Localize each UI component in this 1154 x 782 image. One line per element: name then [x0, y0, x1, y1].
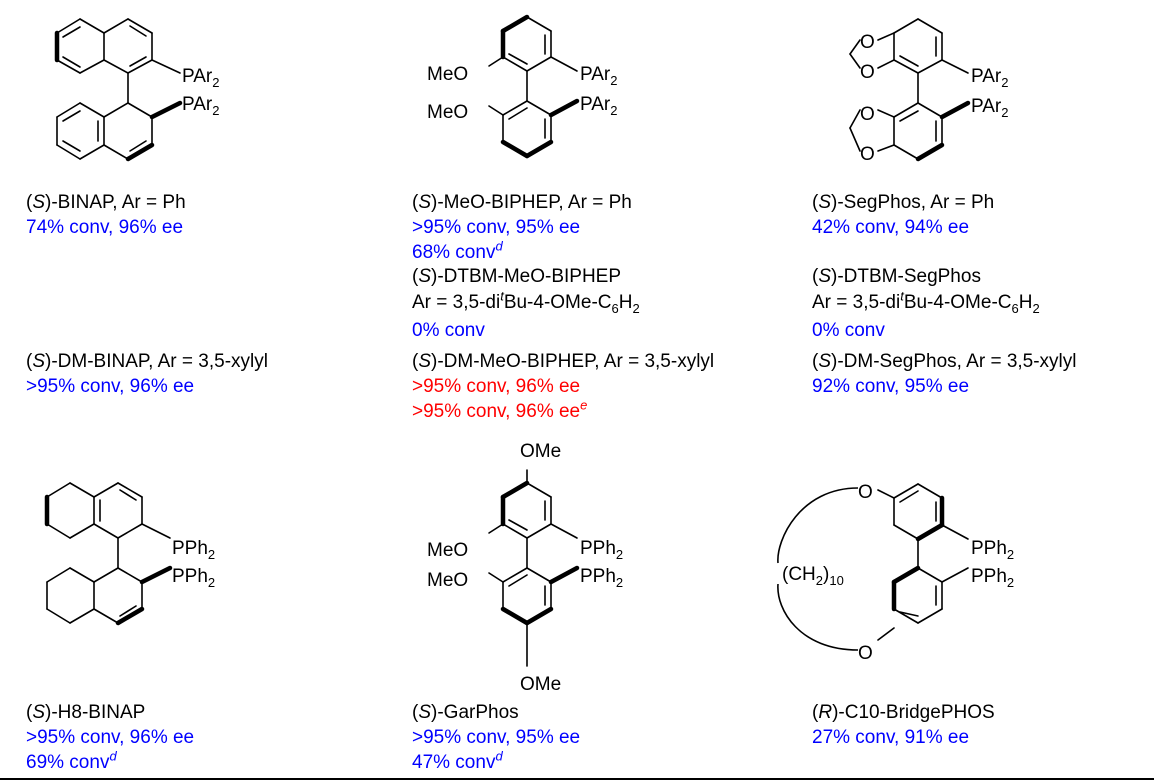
p-ph2-label: PPh [172, 566, 208, 587]
svg-text:PAr2: PAr2 [580, 64, 618, 88]
p-ph2-label: PPh [172, 538, 208, 559]
svg-text:PAr2: PAr2 [971, 66, 1009, 90]
svg-text:PAr2: PAr2 [580, 94, 618, 118]
ligand-name-dm-meo-biphep: (S)-DM-MeO-BIPHEP, Ar = 3,5-xylyl [412, 351, 715, 372]
subscript: 2 [1001, 75, 1008, 90]
subscript: 2 [212, 75, 219, 90]
result-meo-biphep-1: >95% conv, 95% ee [412, 217, 581, 238]
subscript: 2 [616, 575, 623, 590]
subscript: 2 [610, 73, 617, 88]
result-dm-meo-biphep-2: >95% conv, 96% eee [412, 397, 588, 422]
structure-bridgephos: O O (CH2)10 PPh2 PPh2 [777, 482, 1014, 664]
p-ar2-label: PAr [580, 64, 611, 85]
oxygen-label: O [860, 144, 875, 165]
oxygen-label: O [860, 104, 875, 125]
ome-label: OMe [520, 441, 561, 462]
ch2-count: 10 [829, 573, 843, 588]
svg-text:(CH2)10: (CH2)10 [782, 564, 844, 588]
ligand-name-dtbm-meo-biphep: (S)-DTBM-MeO-BIPHEP [412, 266, 622, 287]
result-dm-binap: >95% conv, 96% ee [26, 376, 195, 397]
ligand-name-dm-binap: (S)-DM-BINAP, Ar = 3,5-xylyl [26, 351, 268, 372]
ar-dtbm-meo-biphep: Ar = 3,5-ditBu-4-OMe-C6H2 [412, 288, 640, 316]
meo-label: MeO [427, 64, 468, 85]
structure-binap: PAr2 PAr2 [54, 18, 220, 162]
result-meo-biphep-2: 68% convd [412, 238, 503, 263]
svg-text:PPh2: PPh2 [172, 566, 215, 590]
p-ar2-label: PAr [182, 66, 213, 87]
p-ar2-label: PAr [580, 94, 611, 115]
structure-segphos: O O O O PAr2 PAr2 [849, 18, 1009, 165]
ligand-name-binap: (S)-BINAP, Ar = Ph [26, 192, 186, 213]
p-ph2-label: PPh [580, 566, 616, 587]
p-ar2-label: PAr [971, 96, 1002, 117]
footnote-marker: e [580, 397, 588, 413]
subscript: 2 [610, 103, 617, 118]
result-dtbm-segphos: 0% conv [812, 320, 885, 341]
result-garphos-2: 47% convd [412, 748, 503, 773]
ar-dtbm-segphos: Ar = 3,5-ditBu-4-OMe-C6H2 [812, 288, 1040, 316]
p-ar2-label: PAr [971, 66, 1002, 87]
p-ph2-label: PPh [580, 538, 616, 559]
ligand-name-garphos: (S)-GarPhos [412, 702, 519, 723]
meo-label: MeO [427, 540, 468, 561]
result-h8-binap-2: 69% convd [26, 748, 117, 773]
result-bridgephos: 27% conv, 91% ee [812, 727, 970, 748]
ligand-name-meo-biphep: (S)-MeO-BIPHEP, Ar = Ph [412, 192, 632, 213]
structure-h8-binap: PPh2 PPh2 [44, 482, 215, 626]
svg-text:PPh2: PPh2 [580, 538, 623, 562]
structure-meo-biphep: MeO MeO PAr2 PAr2 [427, 14, 618, 159]
structure-garphos: OMe MeO MeO OMe PPh2 PPh2 [427, 441, 623, 695]
subscript: 2 [208, 575, 215, 590]
ligand-name-dm-segphos: (S)-DM-SegPhos, Ar = 3,5-xylyl [812, 351, 1077, 372]
bottom-rule [0, 778, 1154, 780]
ch2-close: ) [823, 564, 829, 585]
footnote-marker: d [109, 748, 117, 764]
result-dtbm-meo-biphep: 0% conv [412, 320, 485, 341]
subscript: 2 [208, 547, 215, 562]
subscript: 2 [212, 103, 219, 118]
svg-text:PAr2: PAr2 [182, 66, 220, 90]
subscript: 2 [816, 573, 823, 588]
svg-text:PAr2: PAr2 [182, 94, 220, 118]
subscript: 2 [1001, 105, 1008, 120]
p-ph2-label: PPh [971, 538, 1007, 559]
result-binap: 74% conv, 96% ee [26, 217, 184, 238]
svg-text:PPh2: PPh2 [172, 538, 215, 562]
svg-text:PPh2: PPh2 [971, 538, 1014, 562]
ligand-name-dtbm-segphos: (S)-DTBM-SegPhos [812, 266, 981, 287]
result-dm-segphos: 92% conv, 95% ee [812, 376, 970, 397]
footnote-marker: d [495, 238, 503, 254]
ligand-name-h8-binap: (S)-H8-BINAP [26, 702, 146, 723]
p-ar2-label: PAr [182, 94, 213, 115]
subscript: 2 [616, 547, 623, 562]
meo-label: MeO [427, 570, 468, 591]
oxygen-label: O [860, 32, 875, 53]
ligand-name-segphos: (S)-SegPhos, Ar = Ph [812, 192, 995, 213]
result-segphos: 42% conv, 94% ee [812, 217, 970, 238]
subscript: 2 [1007, 547, 1014, 562]
svg-text:PPh2: PPh2 [971, 566, 1014, 590]
meo-label: MeO [427, 102, 468, 123]
footnote-marker: d [495, 748, 503, 764]
svg-text:PAr2: PAr2 [971, 96, 1009, 120]
result-dm-meo-biphep-1: >95% conv, 96% ee [412, 376, 581, 397]
p-ph2-label: PPh [971, 566, 1007, 587]
result-garphos-1: >95% conv, 95% ee [412, 727, 581, 748]
svg-text:PPh2: PPh2 [580, 566, 623, 590]
oxygen-label: O [858, 643, 873, 664]
oxygen-label: O [858, 482, 873, 503]
subscript: 2 [1007, 575, 1014, 590]
result-h8-binap-1: >95% conv, 96% ee [26, 727, 195, 748]
oxygen-label: O [860, 62, 875, 83]
ligand-name-bridgephos: (R)-C10-BridgePHOS [812, 702, 995, 723]
ch2-label: (CH [782, 564, 816, 585]
ome-label: OMe [520, 674, 561, 695]
